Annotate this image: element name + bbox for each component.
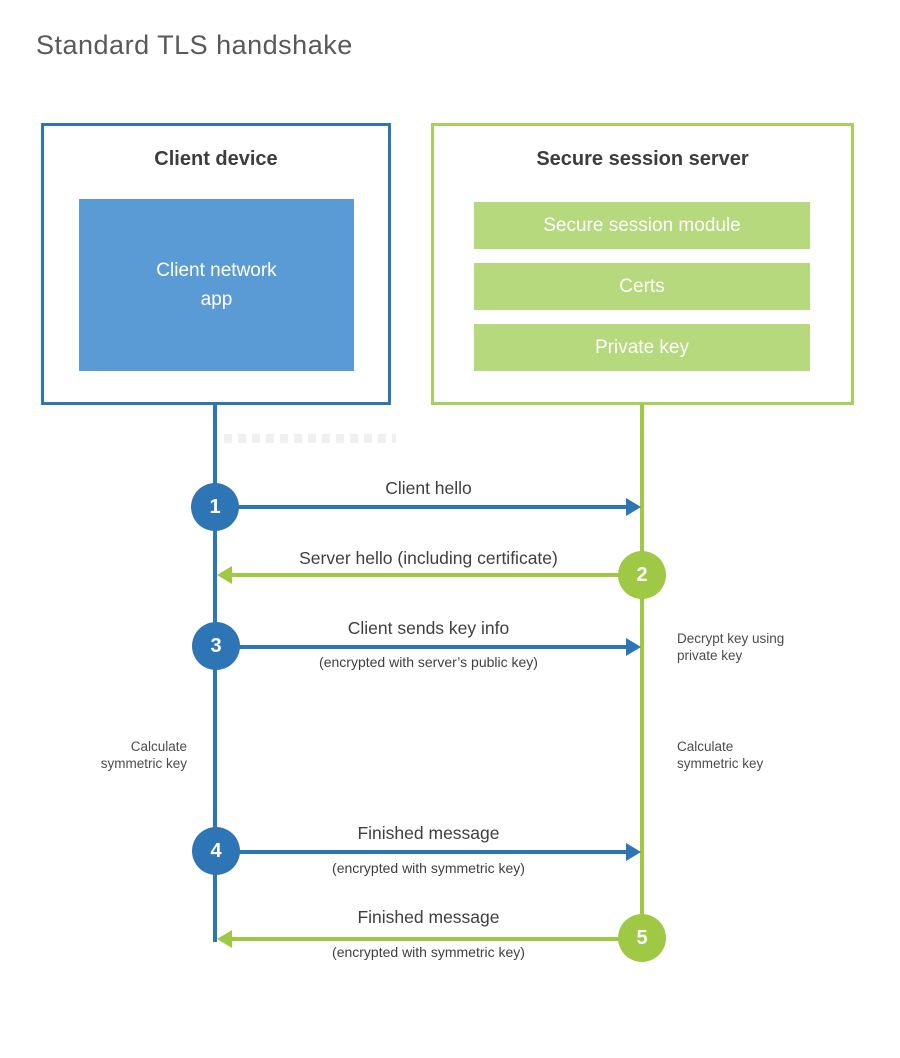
step-3-arrow-line [216,645,626,649]
step-4-circle: 4 [192,827,240,875]
step-3-label: Client sends key info [347,618,510,638]
client-network-app-box: Client network app [79,199,354,371]
step-5-arrowhead-left-icon [217,930,232,948]
step-3-circle: 3 [192,622,240,670]
step-2-label: Server hello (including certificate) [299,548,558,568]
step-4-sublabel: (encrypted with symmetric key) [332,860,525,876]
step-5-sublabel: (encrypted with symmetric key) [332,944,525,960]
client-device-box: Client device Client network app [41,123,391,405]
server-module-bar-private-key: Private key [474,324,810,371]
step-5-label: Finished message [357,907,500,927]
step-2-arrow-line [232,573,642,577]
server-lifeline [640,404,644,938]
client-device-title: Client device [154,148,278,170]
step-5-circle: 5 [618,914,666,962]
step-3-sublabel: (encrypted with server’s public key) [319,654,538,670]
step-1-arrow-line [215,505,626,509]
server-module-bar-secure-session-module: Secure session module [474,202,810,249]
step-3-arrowhead-right-icon [626,638,641,656]
note-calculate-symmetric-key-server: Calculate symmetric key [677,739,764,771]
page-title: Standard TLS handshake [36,30,353,60]
step-1-label: Client hello [385,478,472,498]
server-module-bar-certs: Certs [474,263,810,310]
step-1-circle: 1 [191,483,239,531]
step-4-arrowhead-right-icon [626,843,641,861]
note-calculate-symmetric-key-client: Calculate symmetric key [100,739,187,771]
faint-dashed-line [224,434,396,443]
step-5-arrow-line [232,937,642,941]
secure-session-server-title: Secure session server [536,148,749,170]
step-2-arrowhead-left-icon [217,566,232,584]
note-decrypt-key: Decrypt key using private key [677,631,785,663]
step-1-arrowhead-right-icon [626,498,641,516]
client-lifeline [213,404,217,942]
secure-session-server-box: Secure session server Secure session mod… [431,123,854,405]
step-4-arrow-line [216,850,626,854]
step-4-label: Finished message [357,823,500,843]
step-2-circle: 2 [618,551,666,599]
